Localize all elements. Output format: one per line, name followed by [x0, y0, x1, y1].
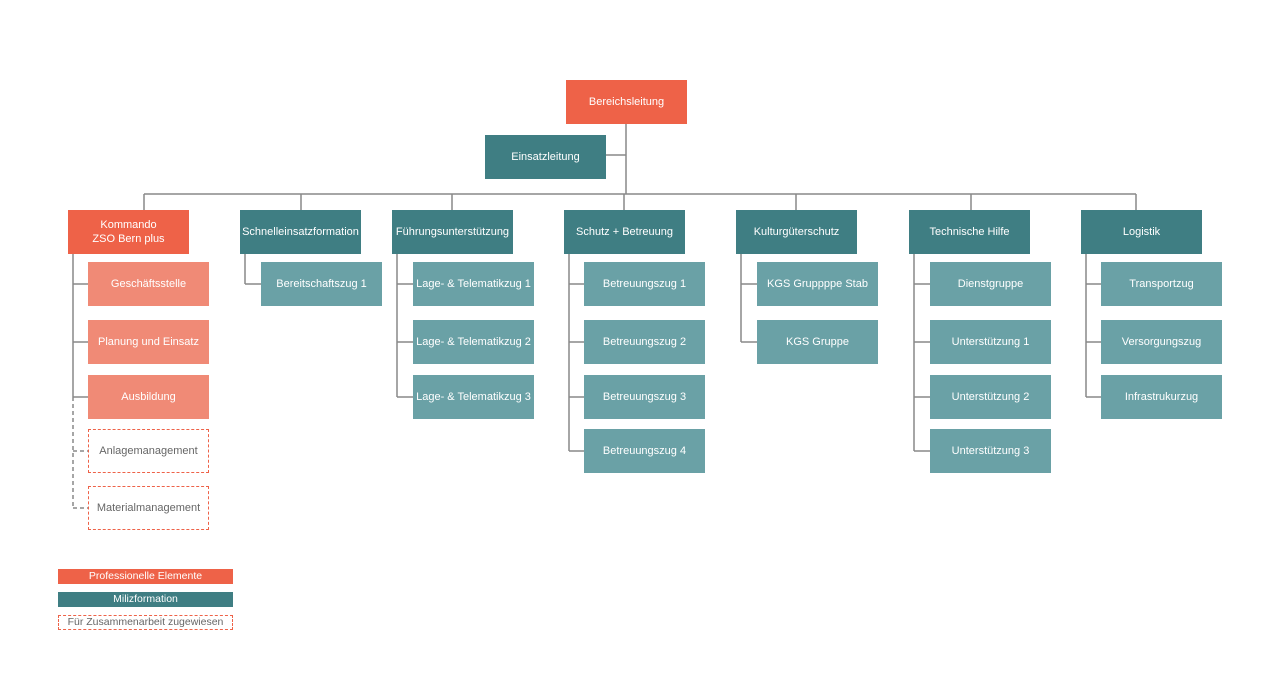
node-telematikzug-3: Lage- & Telematikzug 3 [413, 375, 534, 419]
node-unterstuetzung-3: Unterstützung 3 [930, 429, 1051, 473]
node-telematikzug-2: Lage- & Telematikzug 2 [413, 320, 534, 364]
node-betreuungszug-4: Betreuungszug 4 [584, 429, 705, 473]
node-geschaeftsstelle: Geschäftsstelle [88, 262, 209, 306]
node-infrastrukurzug: Infrastrukurzug [1101, 375, 1222, 419]
node-kulturgueterschutz: Kulturgüterschutz [736, 210, 857, 254]
node-materialmanagement: Materialmanagement [88, 486, 209, 530]
node-kommando: Kommando ZSO Bern plus [68, 210, 189, 254]
node-unterstuetzung-1: Unterstützung 1 [930, 320, 1051, 364]
node-anlagemanagement: Anlagemanagement [88, 429, 209, 473]
legend-militia: Milizformation [58, 592, 233, 607]
node-unterstuetzung-2: Unterstützung 2 [930, 375, 1051, 419]
node-kgs-gruppe: KGS Gruppe [757, 320, 878, 364]
node-transportzug: Transportzug [1101, 262, 1222, 306]
node-logistik: Logistik [1081, 210, 1202, 254]
node-fuehrungsunterstuetzung: Führungsunterstützung [392, 210, 513, 254]
node-kgs-gruppe-stab: KGS Gruppppe Stab [757, 262, 878, 306]
node-telematikzug-1: Lage- & Telematikzug 1 [413, 262, 534, 306]
node-versorgungszug: Versorgungszug [1101, 320, 1222, 364]
node-bereitschaftszug-1: Bereitschaftszug 1 [261, 262, 382, 306]
node-technische-hilfe: Technische Hilfe [909, 210, 1030, 254]
node-schnelleinsatzformation: Schnelleinsatzformation [240, 210, 361, 254]
legend-assigned: Für Zusammenarbeit zugewiesen [58, 615, 233, 630]
node-bereichsleitung: Bereichsleitung [566, 80, 687, 124]
node-planung-und-einsatz: Planung und Einsatz [88, 320, 209, 364]
node-dienstgruppe: Dienstgruppe [930, 262, 1051, 306]
node-betreuungszug-1: Betreuungszug 1 [584, 262, 705, 306]
node-betreuungszug-3: Betreuungszug 3 [584, 375, 705, 419]
node-betreuungszug-2: Betreuungszug 2 [584, 320, 705, 364]
legend-professional: Professionelle Elemente [58, 569, 233, 584]
node-ausbildung: Ausbildung [88, 375, 209, 419]
node-schutz-betreuung: Schutz + Betreuung [564, 210, 685, 254]
node-einsatzleitung: Einsatzleitung [485, 135, 606, 179]
